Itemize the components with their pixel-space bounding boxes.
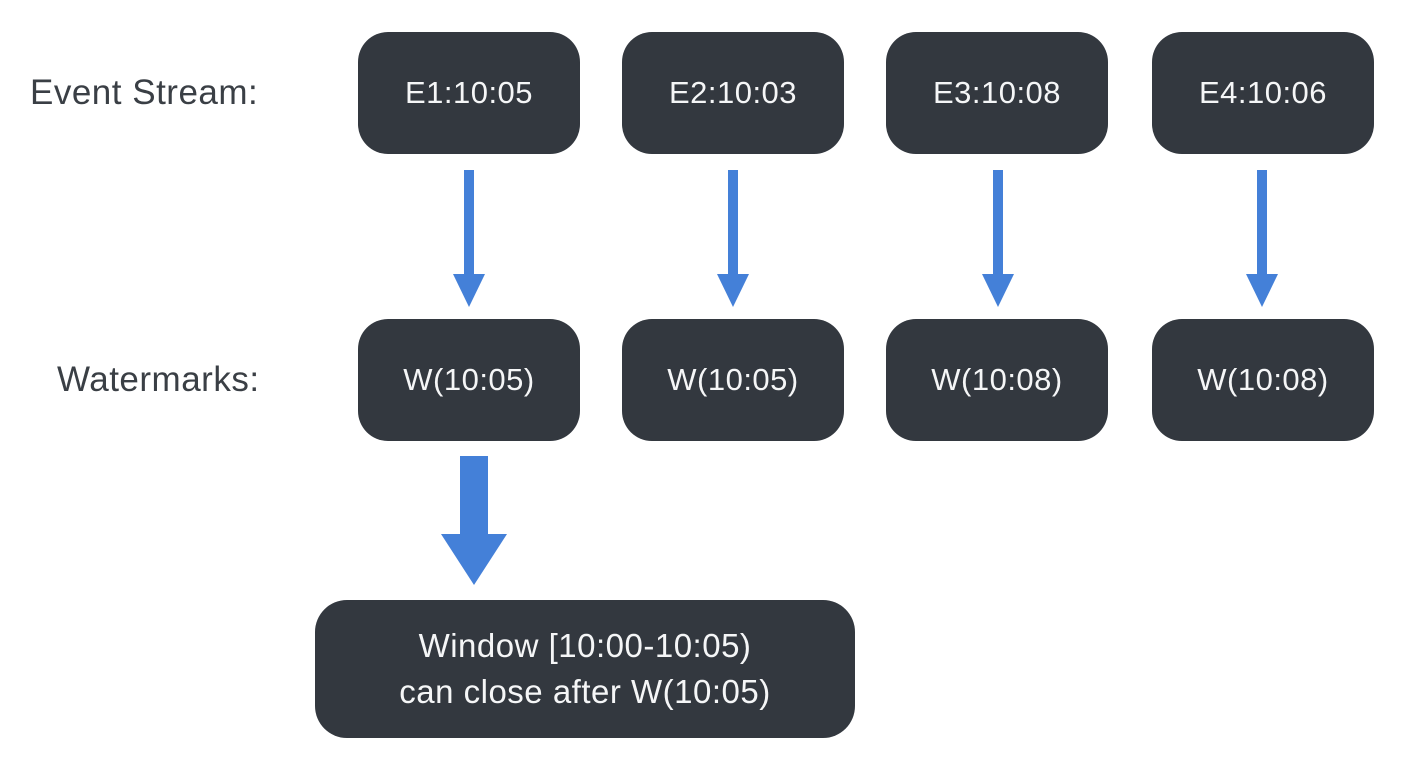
window-close-line1: Window [10:00-10:05) bbox=[418, 627, 752, 664]
event-box-e3: E3:10:08 bbox=[886, 32, 1108, 154]
down-arrow-icon bbox=[717, 170, 749, 307]
event-box-e1: E1:10:05 bbox=[358, 32, 580, 154]
down-arrow-thick-icon bbox=[441, 456, 507, 585]
down-arrow-icon bbox=[982, 170, 1014, 307]
window-close-line2: can close after W(10:05) bbox=[399, 673, 771, 710]
event-box-e2: E2:10:03 bbox=[622, 32, 844, 154]
watermark-box-1: W(10:05) bbox=[358, 319, 580, 441]
down-arrow-icon bbox=[453, 170, 485, 307]
event-box-e4: E4:10:06 bbox=[1152, 32, 1374, 154]
watermark-box-4: W(10:08) bbox=[1152, 319, 1374, 441]
event-stream-label: Event Stream: bbox=[30, 73, 259, 112]
down-arrow-icon bbox=[1246, 170, 1278, 307]
window-close-box: Window [10:00-10:05) can close after W(1… bbox=[315, 600, 855, 738]
watermarks-label: Watermarks: bbox=[57, 360, 260, 399]
watermark-box-3: W(10:08) bbox=[886, 319, 1108, 441]
watermark-box-2: W(10:05) bbox=[622, 319, 844, 441]
